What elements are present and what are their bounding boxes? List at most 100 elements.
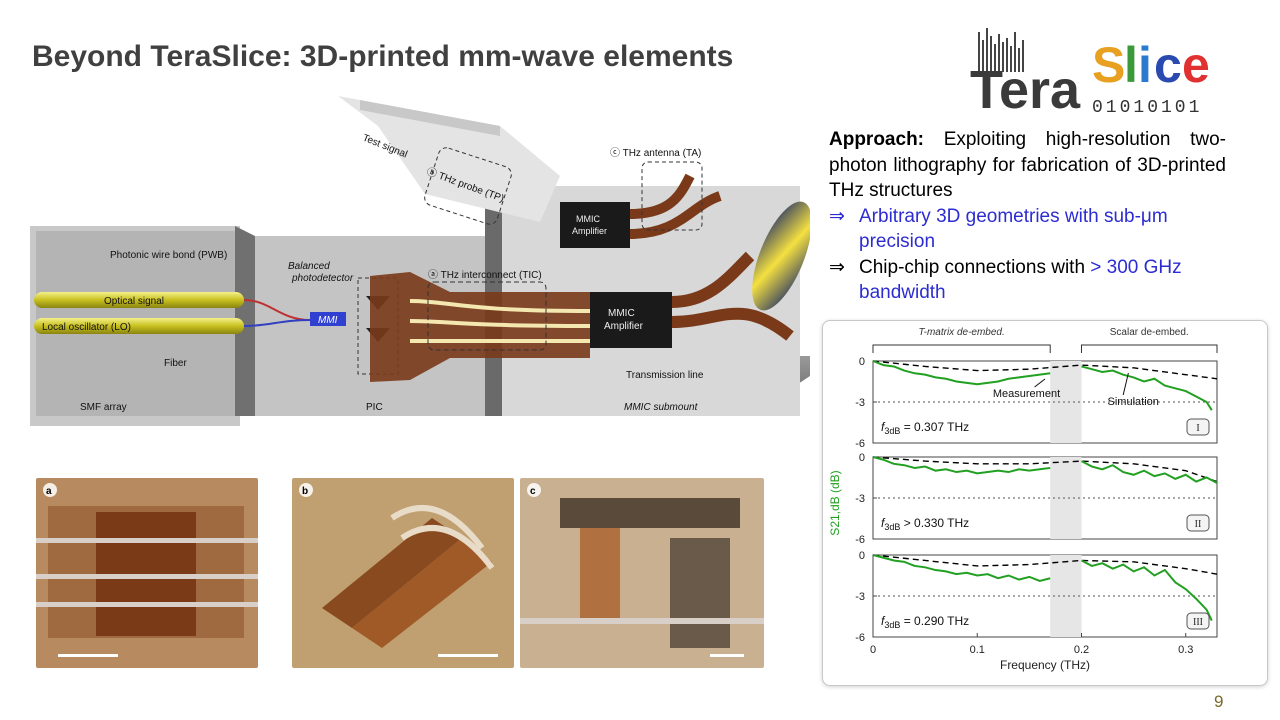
panel-badge-label: I (1196, 423, 1199, 434)
f3db-label: f3dB > 0.330 THz (881, 516, 969, 532)
photo-a: a (36, 478, 258, 668)
x-tick-label: 0.3 (1178, 644, 1193, 656)
page-number: 9 (1214, 692, 1224, 711)
svg-text:Optical signal: Optical signal (104, 296, 164, 307)
mmic-chip-lower (590, 292, 672, 348)
y-tick-label: 0 (859, 356, 865, 368)
section-label-right: Scalar de-embed. (1110, 327, 1189, 338)
svg-text:MMI: MMI (318, 315, 338, 326)
photo-c: c (520, 478, 764, 668)
approach-text-block: Approach: Exploiting high-resolution two… (829, 127, 1226, 306)
svg-text:ⓒ THz antenna (TA): ⓒ THz antenna (TA) (610, 147, 701, 159)
gap-region (1050, 555, 1082, 637)
measurement-line-left (872, 360, 1051, 386)
thz-antenna-beam (752, 201, 810, 311)
optical-fiber-2 (34, 318, 244, 334)
s21-chart-panel: T-matrix de-embed. Scalar de-embed. 0 -3 -6 f… (822, 320, 1268, 686)
logo-bits: 01010101 (1092, 98, 1202, 118)
logo-slice: S l i c e (1092, 37, 1210, 93)
bracket-right (1080, 344, 1218, 353)
simulation-line (872, 360, 1218, 380)
bullet-1-text: Arbitrary 3D geometries with sub-μm prec… (859, 205, 1168, 253)
section-label-left: T-matrix de-embed. (918, 327, 1004, 338)
y-axis-label: S21,dB (dB) (828, 470, 842, 535)
barcode-lines-icon (978, 28, 1024, 72)
bullet-arbitrary-geometries: ⇒ Arbitrary 3D geometries with sub-μm pr… (829, 204, 1226, 255)
logo-tera: Tera (970, 60, 1081, 118)
svg-text:i: i (1138, 37, 1152, 93)
bullet-2-text-b: > 300 GHz bandwidth (859, 256, 1182, 304)
measurement-line-right (1081, 460, 1218, 484)
svg-text:Amplifier: Amplifier (572, 226, 607, 236)
svg-text:Transmission line: Transmission line (626, 370, 704, 381)
f3db-label: f3dB = 0.307 THz (881, 420, 969, 436)
f3db-label: f3dB = 0.290 THz (881, 614, 969, 630)
slide-title: Beyond TeraSlice: 3D-printed mm-wave ele… (32, 40, 734, 73)
svg-text:Submount: Submount (348, 440, 394, 451)
x-tick-label: 0.1 (970, 644, 985, 656)
approach-paragraph: Approach: Exploiting high-resolution two… (829, 127, 1226, 204)
x-tick-label: 0.2 (1074, 644, 1089, 656)
measurement-line-left (872, 554, 1051, 583)
x-tick-label: 0 (870, 644, 876, 656)
thz-interconnect-shape (370, 272, 590, 382)
x-axis-label: Frequency (THz) (1000, 658, 1090, 672)
bracket-left (872, 344, 1051, 353)
svg-text:a: a (46, 486, 52, 497)
annotation-simulation-leader (1122, 372, 1129, 396)
simulation-line (872, 456, 1218, 483)
teraslice-logo: Tera S l i c e 01010101 (970, 28, 1210, 118)
s21-chart: T-matrix de-embed. Scalar de-embed. 0 -3 -6 f… (828, 327, 1218, 672)
measurement-line-right (1081, 559, 1213, 622)
thz-probe-block (338, 96, 560, 222)
svg-text:MMIC submount: MMIC submount (624, 402, 699, 413)
panel-badge-label: III (1193, 617, 1203, 628)
svg-text:b: b (302, 486, 308, 497)
mmi-block (310, 312, 346, 326)
panel-badge (1186, 514, 1210, 532)
implies-arrow-icon: ⇒ (829, 256, 845, 278)
gap-region (1050, 361, 1082, 443)
approach-body: Exploiting high-resolution two-photon li… (829, 129, 1226, 201)
svg-text:photodetector: photodetector (291, 273, 354, 284)
svg-text:e: e (1182, 37, 1210, 93)
bullet-2-text-a: Chip-chip connections with (859, 256, 1091, 278)
svg-text:ⓐ THz interconnect (TIC): ⓐ THz interconnect (TIC) (428, 269, 542, 281)
annotation-measurement-leader (1034, 378, 1046, 388)
y-tick-label: -6 (855, 534, 865, 546)
measurement-line-left (872, 456, 1051, 475)
mmic-chip-upper (560, 202, 630, 248)
svg-text:Photonic wire bond (PWB): Photonic wire bond (PWB) (110, 250, 227, 261)
svg-text:Balanced: Balanced (288, 261, 330, 272)
svg-text:Local oscillator (LO): Local oscillator (LO) (42, 322, 131, 333)
svg-text:MMIC: MMIC (576, 214, 600, 224)
panel-badge (1186, 612, 1210, 630)
bullet-chip-connections: ⇒ Chip-chip connections with > 300 GHz b… (829, 255, 1226, 306)
svg-text:PIC: PIC (366, 402, 383, 413)
y-tick-label: -3 (855, 397, 865, 409)
optical-fiber-1 (34, 292, 244, 308)
gap-region (1050, 457, 1082, 539)
y-tick-label: -3 (855, 591, 865, 603)
y-tick-label: 0 (859, 550, 865, 562)
photo-b: b (292, 478, 514, 668)
svg-text:Fiber: Fiber (164, 358, 187, 369)
svg-text:c: c (1154, 37, 1182, 93)
system-schematic-illustration: MMI MMIC Amplifier MMIC Amplifier Test s… (30, 96, 810, 451)
approach-label: Approach: (829, 129, 924, 150)
y-tick-label: -3 (855, 493, 865, 505)
y-tick-label: 0 (859, 452, 865, 464)
svg-text:SMF array: SMF array (80, 402, 127, 413)
svg-text:c: c (530, 486, 536, 497)
svg-text:Amplifier: Amplifier (604, 321, 644, 332)
y-tick-label: -6 (855, 632, 865, 644)
measurement-line-right (1081, 365, 1213, 411)
svg-text:S: S (1092, 37, 1125, 93)
svg-text:MMIC: MMIC (608, 308, 635, 319)
annotation-simulation: Simulation (1108, 396, 1159, 408)
annotation-measurement: Measurement (993, 388, 1060, 400)
panel-badge-label: II (1195, 519, 1202, 530)
implies-arrow-icon: ⇒ (829, 205, 845, 227)
simulation-line (872, 554, 1218, 575)
panel-badge (1186, 418, 1210, 436)
